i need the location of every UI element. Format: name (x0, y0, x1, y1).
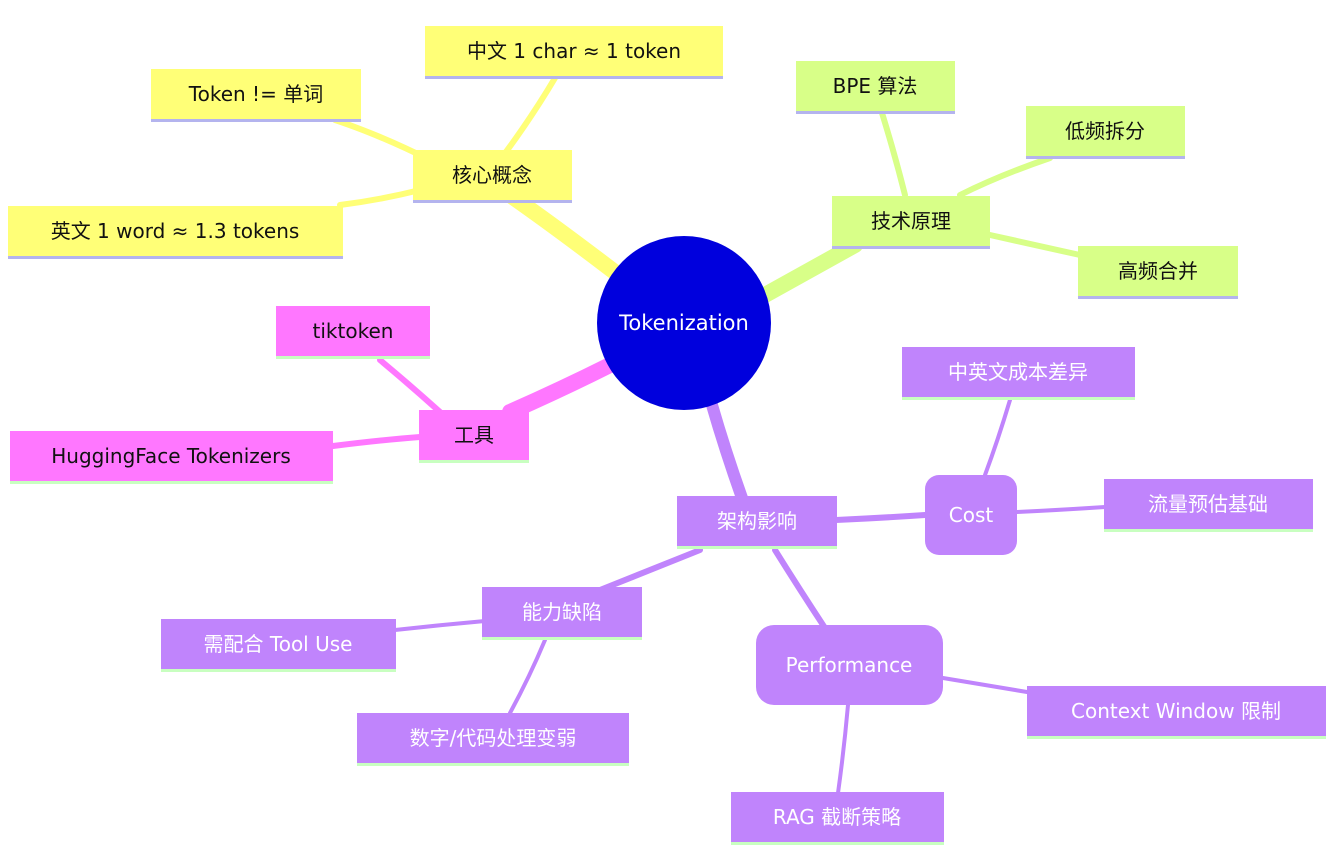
edge-core-chinese (497, 75, 558, 163)
edge-perf-ctx (941, 676, 1029, 694)
node-tools[interactable]: 工具 (419, 410, 529, 463)
svg-text:核心概念: 核心概念 (452, 163, 532, 187)
node-core[interactable]: 核心概念 (413, 150, 572, 203)
node-chinese-char[interactable]: 中文 1 char ≈ 1 token (425, 26, 723, 79)
edge-core-english (337, 187, 423, 208)
edge-root-tech (757, 237, 863, 303)
root-node[interactable]: Tokenization (597, 236, 771, 410)
edge-tech-high (987, 232, 1083, 258)
svg-text:高频合并: 高频合并 (1118, 259, 1198, 283)
node-tech[interactable]: 技术原理 (832, 196, 990, 249)
edge-root-arch (706, 399, 748, 504)
node-capability[interactable]: 能力缺陷 (482, 587, 642, 640)
node-tiktoken[interactable]: tiktoken (276, 306, 430, 359)
core-group: 核心概念 中文 1 char ≈ 1 token Token != 单词 英文 … (8, 26, 723, 259)
edge-tech-bpe (879, 110, 908, 198)
edge-perf-rag (836, 703, 850, 795)
edge-tools-tiktoken (377, 357, 443, 415)
edge-root-core (502, 187, 633, 288)
node-high-merge[interactable]: 高频合并 (1078, 246, 1238, 299)
svg-text:Cost: Cost (949, 503, 994, 527)
tech-group: 技术原理 BPE 算法 低频拆分 高频合并 (796, 61, 1238, 299)
node-rag[interactable]: RAG 截断策略 (731, 792, 944, 845)
svg-text:中英文成本差异: 中英文成本差异 (948, 360, 1088, 384)
svg-text:低频拆分: 低频拆分 (1065, 119, 1145, 143)
edge-tools-hf (330, 434, 423, 449)
svg-text:架构影响: 架构影响 (717, 509, 797, 533)
svg-text:数字/代码处理变弱: 数字/代码处理变弱 (410, 726, 577, 750)
edge-arch-cost (833, 512, 928, 523)
svg-text:技术原理: 技术原理 (871, 209, 951, 233)
svg-text:HuggingFace Tokenizers: HuggingFace Tokenizers (51, 444, 291, 468)
node-cost-diff[interactable]: 中英文成本差异 (902, 347, 1135, 400)
node-huggingface[interactable]: HuggingFace Tokenizers (10, 431, 333, 484)
edge-tech-low (957, 155, 1053, 198)
node-english-word[interactable]: 英文 1 word ≈ 1.3 tokens (8, 206, 343, 259)
edges (330, 75, 1107, 795)
svg-text:中文 1 char ≈ 1 token: 中文 1 char ≈ 1 token (467, 39, 681, 63)
edge-arch-cap (597, 547, 703, 593)
svg-text:能力缺陷: 能力缺陷 (522, 600, 602, 624)
svg-text:RAG 截断策略: RAG 截断策略 (773, 805, 901, 829)
node-context-window[interactable]: Context Window 限制 (1027, 686, 1326, 739)
svg-text:Token != 单词: Token != 单词 (188, 82, 323, 106)
svg-text:Context Window 限制: Context Window 限制 (1071, 699, 1281, 723)
node-cost[interactable]: Cost (925, 475, 1017, 555)
node-performance[interactable]: Performance (756, 625, 943, 705)
node-arch[interactable]: 架构影响 (677, 496, 837, 549)
edge-cap-tool (393, 619, 487, 632)
edge-cap-num (508, 638, 547, 715)
svg-text:tiktoken: tiktoken (313, 319, 394, 343)
svg-text:英文 1 word ≈ 1.3 tokens: 英文 1 word ≈ 1.3 tokens (51, 219, 300, 243)
edge-arch-perf (772, 547, 828, 631)
node-bpe[interactable]: BPE 算法 (796, 61, 955, 114)
root-label: Tokenization (618, 311, 749, 335)
svg-text:Performance: Performance (786, 653, 913, 677)
node-low-split[interactable]: 低频拆分 (1026, 106, 1185, 159)
arch-group: 架构影响 Cost 中英文成本差异 流量预估基础 Performance Con… (161, 347, 1326, 845)
edge-root-tools (502, 357, 618, 420)
node-number-code[interactable]: 数字/代码处理变弱 (357, 713, 629, 766)
svg-text:工具: 工具 (454, 423, 494, 447)
svg-text:BPE 算法: BPE 算法 (833, 74, 918, 98)
node-traffic[interactable]: 流量预估基础 (1104, 479, 1313, 532)
edge-cost-traffic (1015, 505, 1107, 514)
svg-text:需配合 Tool Use: 需配合 Tool Use (204, 632, 353, 656)
node-tool-use[interactable]: 需配合 Tool Use (161, 619, 396, 672)
svg-text:流量预估基础: 流量预估基础 (1148, 492, 1268, 516)
node-token-not-word[interactable]: Token != 单词 (151, 69, 361, 122)
edge-cost-diff (983, 398, 1012, 477)
tools-group: 工具 tiktoken HuggingFace Tokenizers (10, 306, 529, 484)
